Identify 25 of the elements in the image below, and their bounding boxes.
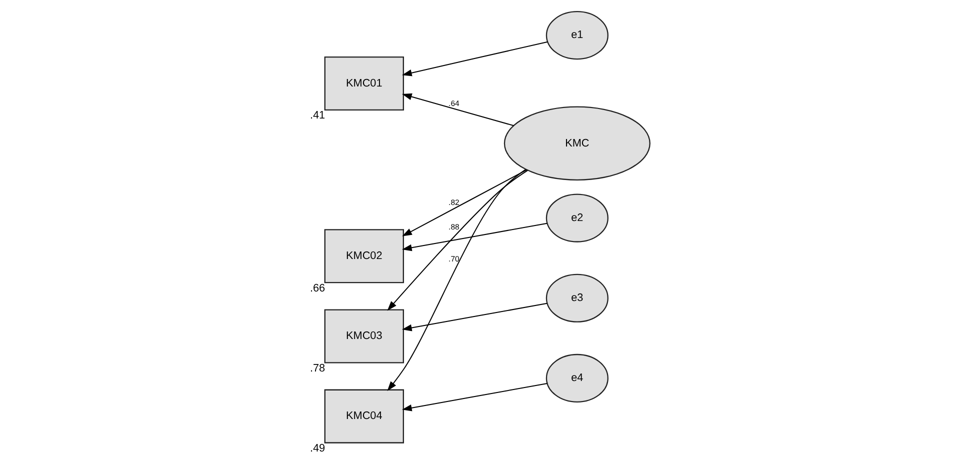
- node-label: .78: [310, 362, 326, 374]
- edge-label: .70: [448, 254, 460, 264]
- arrow: [387, 169, 526, 392]
- node-ellipse: e3: [546, 274, 608, 322]
- arrow: [402, 383, 548, 412]
- arrow: [402, 169, 527, 236]
- node-label: .66: [310, 282, 326, 294]
- arrow: [402, 222, 548, 252]
- edge-label: .64: [448, 99, 460, 108]
- arrow: [402, 41, 548, 76]
- node-box: KMC04: [324, 389, 404, 444]
- node-box: KMC03: [324, 309, 404, 364]
- node-ellipse: e1: [546, 11, 608, 60]
- edge-label: .82: [448, 198, 460, 207]
- node-ellipse: e4: [546, 354, 608, 402]
- arrow: [402, 302, 548, 332]
- node-box: KMC01: [324, 56, 404, 111]
- arrow: [387, 170, 528, 311]
- node-ellipse: e2: [546, 194, 608, 242]
- node-label: .49: [310, 442, 326, 454]
- edge-label: .88: [448, 222, 460, 232]
- node-box: KMC02: [324, 229, 404, 284]
- node-ellipse: KMC: [504, 106, 650, 181]
- arrow: [402, 93, 514, 126]
- node-label: .41: [310, 110, 326, 122]
